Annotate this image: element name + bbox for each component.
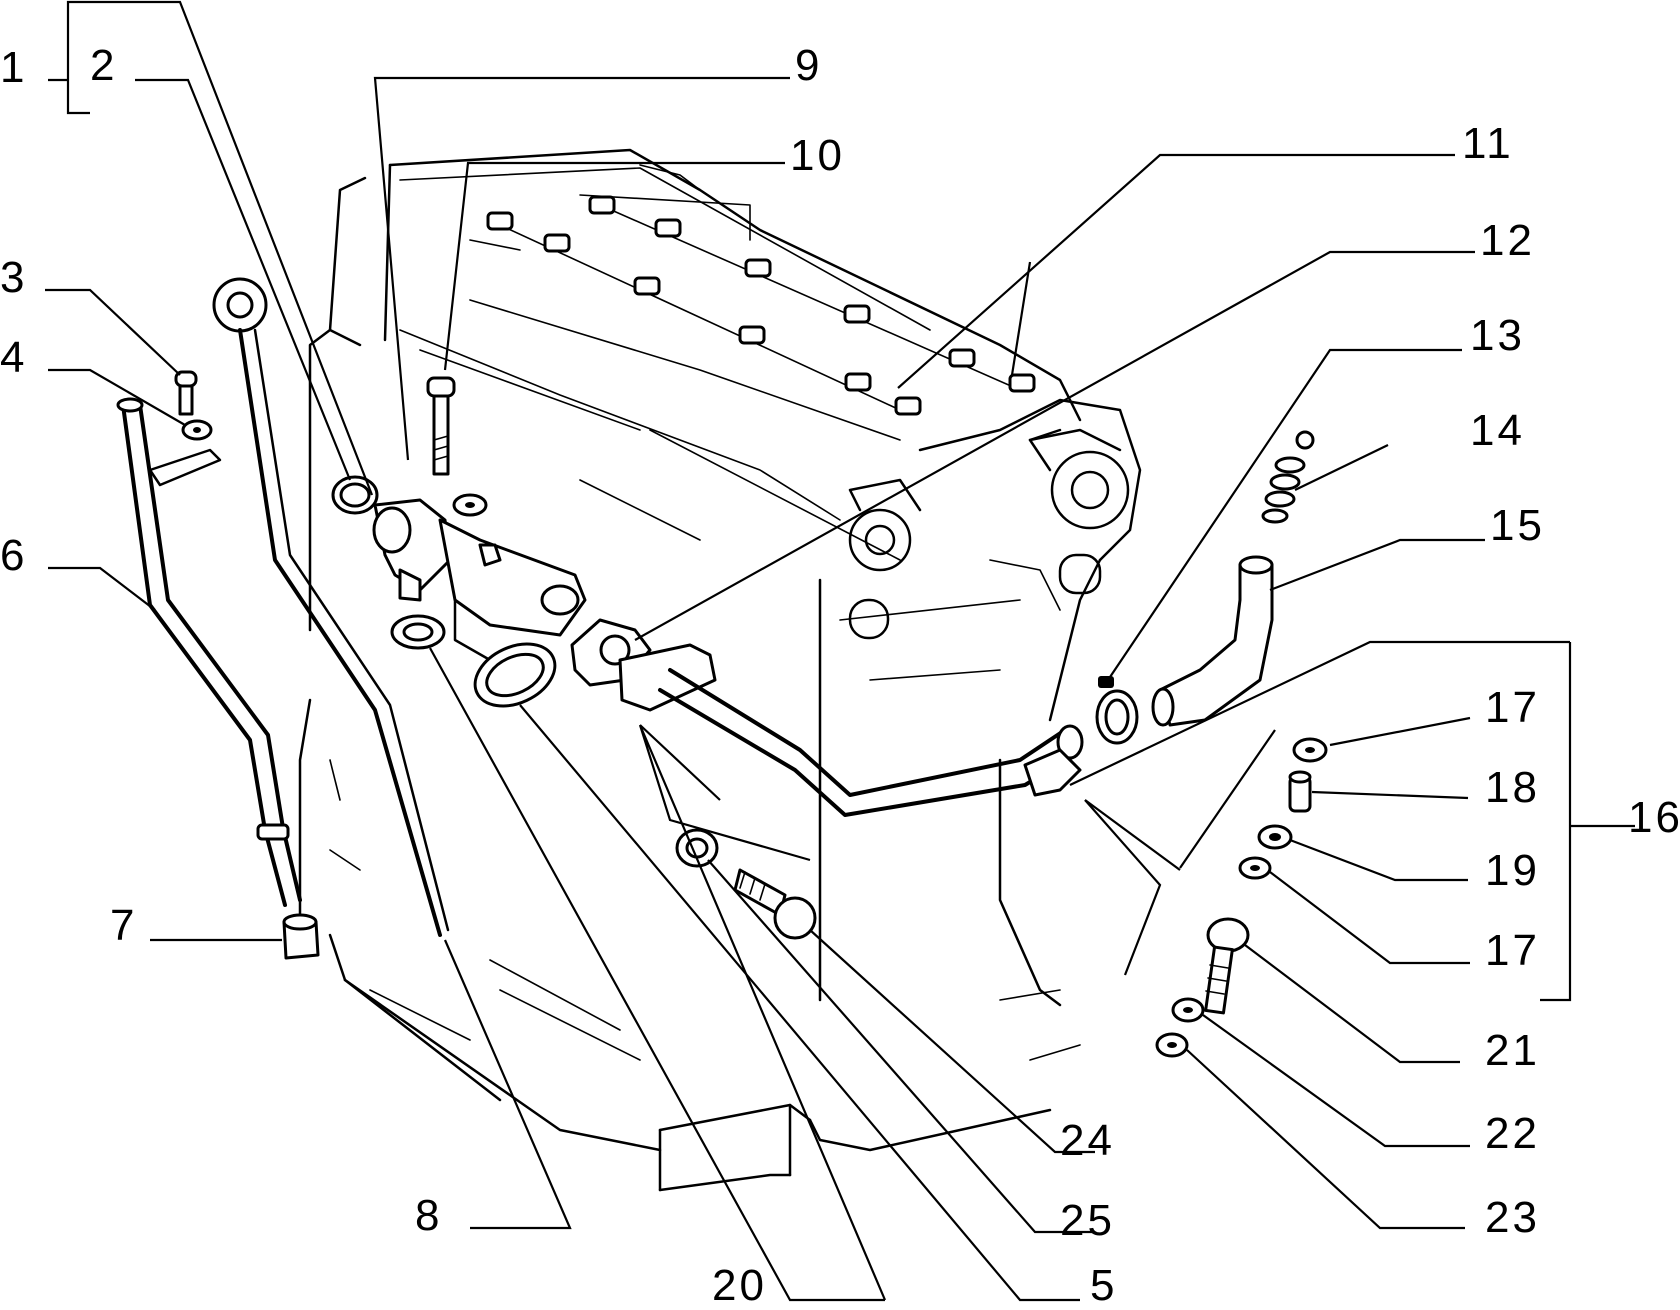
callout-8: 8 bbox=[415, 1191, 442, 1240]
cam-cover-nuts bbox=[486, 195, 1036, 416]
washer-9 bbox=[452, 493, 488, 517]
dipstick bbox=[212, 277, 450, 937]
callout-1: 1 bbox=[0, 43, 27, 92]
callout-3: 3 bbox=[0, 253, 27, 302]
washer-17-lower bbox=[1238, 856, 1272, 880]
callout-7: 7 bbox=[110, 901, 137, 950]
washer-23 bbox=[1155, 1032, 1189, 1058]
plug-20 bbox=[390, 614, 446, 650]
callout-12: 12 bbox=[1480, 216, 1535, 265]
oil-return-pipe bbox=[618, 643, 1084, 817]
o-ring-5 bbox=[473, 642, 557, 708]
callout-23: 23 bbox=[1485, 1193, 1540, 1242]
callout-9: 9 bbox=[795, 41, 822, 90]
washer-22 bbox=[1171, 997, 1205, 1023]
callout-24: 24 bbox=[1060, 1116, 1115, 1165]
callout-25: 25 bbox=[1060, 1196, 1115, 1245]
callout-14: 14 bbox=[1470, 406, 1525, 455]
washer-4 bbox=[181, 419, 213, 441]
tube-plug bbox=[282, 913, 320, 960]
callout-18: 18 bbox=[1485, 763, 1540, 812]
callout-labels: 1 2 3 4 5 6 7 8 9 10 11 12 13 14 15 16 1… bbox=[0, 41, 1680, 1310]
callout-17-upper: 17 bbox=[1485, 683, 1540, 732]
seal-ring-2 bbox=[331, 475, 379, 515]
bolt-3 bbox=[174, 370, 198, 416]
callout-22: 22 bbox=[1485, 1109, 1540, 1158]
hose-clip bbox=[1261, 430, 1315, 524]
hose-clamp bbox=[1095, 676, 1139, 745]
callout-2: 2 bbox=[90, 41, 117, 90]
callout-15: 15 bbox=[1490, 501, 1545, 550]
dipstick-tube bbox=[116, 397, 302, 907]
callout-13: 13 bbox=[1470, 311, 1525, 360]
callout-10: 10 bbox=[790, 131, 845, 180]
engine-block-outline bbox=[298, 148, 1142, 1192]
callout-16: 16 bbox=[1628, 793, 1680, 842]
callout-4: 4 bbox=[0, 333, 27, 382]
washer-17-upper bbox=[1292, 737, 1328, 763]
nut-19 bbox=[1257, 824, 1293, 850]
callout-11: 11 bbox=[1462, 119, 1514, 168]
spacer-18 bbox=[1288, 770, 1312, 813]
bolt-24 bbox=[733, 868, 817, 940]
callout-21: 21 bbox=[1485, 1026, 1540, 1075]
separator-housing bbox=[438, 518, 587, 662]
callout-5: 5 bbox=[1090, 1261, 1117, 1305]
bolt-21 bbox=[1204, 917, 1250, 1015]
callout-17-lower: 17 bbox=[1485, 926, 1540, 975]
breather-hose bbox=[1151, 555, 1274, 727]
callout-20: 20 bbox=[712, 1261, 767, 1305]
breather-elbow bbox=[372, 498, 452, 602]
callout-6: 6 bbox=[0, 531, 27, 580]
callout-19: 19 bbox=[1485, 846, 1540, 895]
bolt-10 bbox=[426, 376, 456, 476]
leader-lines bbox=[45, 0, 1635, 1302]
